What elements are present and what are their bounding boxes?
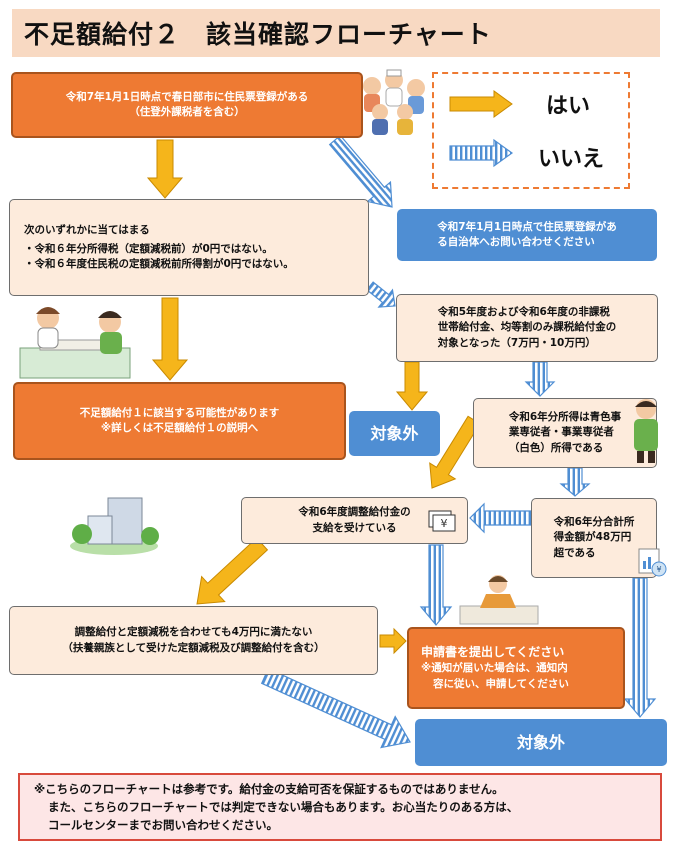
legend: はい いいえ <box>432 72 630 189</box>
arrow-q5-yes <box>196 537 269 605</box>
page-title: 不足額給付２ 該当確認フローチャート <box>12 9 660 57</box>
arrow-q6-no-down <box>623 577 657 718</box>
people-group-illustration <box>363 69 425 135</box>
arrow-q3-yes <box>395 361 429 411</box>
legend-yes-label: はい <box>546 94 591 119</box>
arrow-q3-no <box>524 361 556 397</box>
question-tax-amount: 次のいずれかに当てはまる・令和６年分所得税（定額減税前）が0円ではない。・令和６… <box>9 199 369 296</box>
arrow-q5-no <box>419 544 453 626</box>
legend-no-label: いいえ <box>538 147 605 172</box>
result-contact-municipality: 令和7年1月1日時点で住民票登録がある自治体へお問い合わせください <box>397 209 657 261</box>
question-under-40000: 調整給付と定額減税を合わせても4万円に満たない（扶養親族として受けた定額減税及び… <box>9 606 378 675</box>
yen-chart-icon: ¥ <box>638 548 667 577</box>
result-benefit-1: 不足額給付１に該当する可能性があります※詳しくは不足額給付１の説明へ <box>13 382 346 460</box>
arrow-q7-no <box>260 667 411 749</box>
yen-document-icon: ¥ <box>428 510 456 532</box>
writing-person-illustration <box>459 575 539 625</box>
arrow-q4-no <box>559 467 591 497</box>
question-tax-exempt-benefit: 令和5年度および令和6年度の非課税世帯給付金、均等割のみ課税給付金の対象となった… <box>396 294 658 362</box>
arrow-q2-yes <box>151 297 189 381</box>
disclaimer-note: ※こちらのフローチャートは参考です。給付金の支給可否を保証するものではありません… <box>18 773 662 841</box>
question-business-income: 令和6年分所得は青色事業専従者・事業専従者（白色）所得である <box>473 398 657 468</box>
result-excluded-1: 対象外 <box>349 411 440 456</box>
svg-text:¥: ¥ <box>656 565 661 574</box>
result-excluded-2: 対象外 <box>415 719 667 766</box>
arrow-q7-yes <box>379 627 407 655</box>
arrow-q1-yes <box>146 139 184 199</box>
shopkeeper-illustration <box>634 399 658 463</box>
result-submit-application: 申請書を提出してください※通知が届いた場合は、通知内容に従い、申請してください <box>407 627 625 709</box>
question-resident-registration: 令和7年1月1日時点で春日部市に住民票登録がある（住登外課税者を含む） <box>11 72 363 138</box>
question-total-income: 令和6年分合計所得金額が48万円超である <box>531 498 657 578</box>
arrow-q6-no <box>469 502 532 534</box>
counter-staff-illustration <box>19 307 131 379</box>
svg-text:¥: ¥ <box>441 517 448 530</box>
office-building-illustration <box>70 497 159 555</box>
